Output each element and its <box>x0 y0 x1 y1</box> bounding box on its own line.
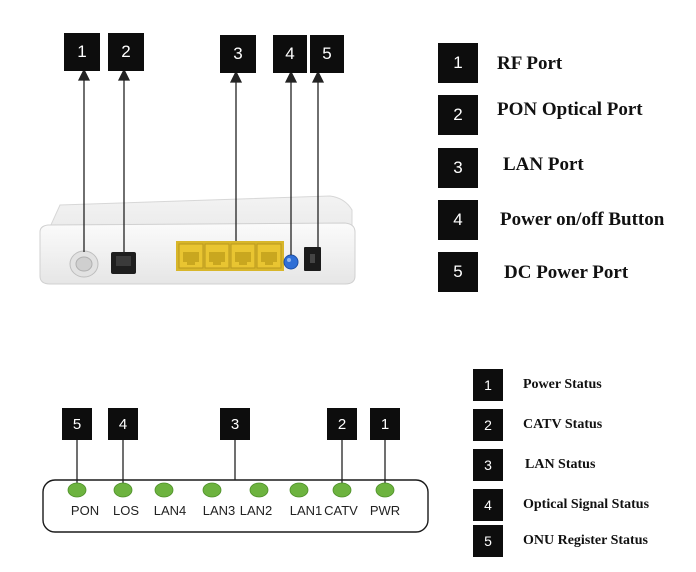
pon-optical-port <box>111 252 136 274</box>
device-callout-arrows <box>77 68 325 255</box>
panel-legend-label-1: Power Status <box>523 377 602 392</box>
panel-callout-1: 1 <box>370 408 400 440</box>
device-legend-badge-3: 3 <box>438 148 478 188</box>
panel-legend-badge-4: 4 <box>473 489 503 521</box>
panel-callout-5: 5 <box>62 408 92 440</box>
device-callout-2: 2 <box>108 33 144 71</box>
led-label-catv: CATV <box>324 503 358 518</box>
panel-legend-badge-3: 3 <box>473 449 503 481</box>
device-legend-badge-2: 2 <box>438 95 478 135</box>
panel-legend-label-4: Optical Signal Status <box>523 497 650 512</box>
led-pon <box>67 482 87 498</box>
dc-power-port <box>304 247 321 271</box>
power-button <box>283 254 299 270</box>
device-legend-label-5: DC Power Port <box>504 262 629 283</box>
led-lan3 <box>202 482 222 498</box>
device-legend-label-4: Power on/off Button <box>500 209 665 230</box>
lan-ports <box>176 241 284 271</box>
device-legend-label-3: LAN Port <box>503 154 584 175</box>
panel-legend-label-3: LAN Status <box>525 457 596 472</box>
led-label-los: LOS <box>112 503 139 518</box>
led-lan2 <box>249 482 269 498</box>
device-legend-badge-4: 4 <box>438 200 478 240</box>
device-callout-1: 1 <box>64 33 100 71</box>
device-legend-badge-1: 1 <box>438 43 478 83</box>
device-legend-label-1: RF Port <box>497 53 563 74</box>
led-label-lan1: LAN1 <box>289 503 323 518</box>
device-callout-5: 5 <box>310 35 344 73</box>
led-lan1 <box>289 482 309 498</box>
panel-callout-4: 4 <box>108 408 138 440</box>
rf-port <box>69 250 99 278</box>
panel-callout-2: 2 <box>327 408 357 440</box>
panel-callout-3: 3 <box>220 408 250 440</box>
led-los <box>113 482 133 498</box>
led-label-pon: PON <box>70 503 100 518</box>
led-label-lan4: LAN4 <box>153 503 187 518</box>
device-callout-3: 3 <box>220 35 256 73</box>
panel-leds <box>67 482 395 498</box>
panel-callout-lines <box>76 437 386 484</box>
led-catv <box>332 482 352 498</box>
panel-legend-label-2: CATV Status <box>523 417 603 432</box>
device-legend-badge-5: 5 <box>438 252 478 292</box>
led-pwr <box>375 482 395 498</box>
led-label-lan2: LAN2 <box>239 503 273 518</box>
led-label-lan3: LAN3 <box>202 503 236 518</box>
device-legend-label-2: PON Optical Port <box>497 99 643 120</box>
led-lan4 <box>154 482 174 498</box>
panel-legend-badge-2: 2 <box>473 409 503 441</box>
device-callout-4: 4 <box>273 35 307 73</box>
panel-legend-badge-1: 1 <box>473 369 503 401</box>
panel-legend-badge-5: 5 <box>473 525 503 557</box>
panel-legend-label-5: ONU Register Status <box>523 533 648 548</box>
led-label-pwr: PWR <box>369 503 401 518</box>
